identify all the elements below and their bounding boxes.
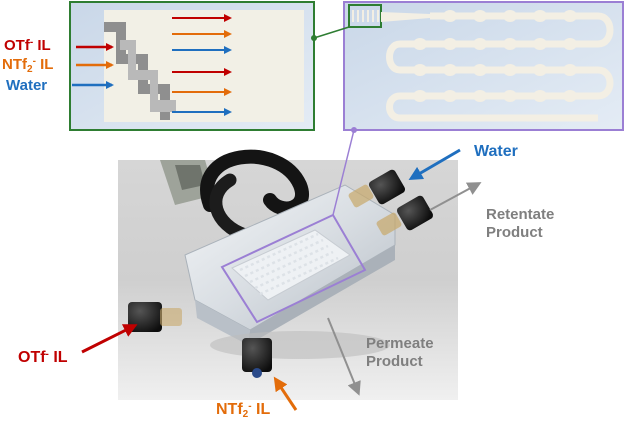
photo-zoom-frame [220, 213, 367, 324]
fitting-water [348, 169, 406, 208]
fitting-ntf2 [242, 338, 272, 378]
inlet-input-arrows [72, 43, 114, 89]
inset-otf-label-sup: - [29, 37, 34, 48]
permeate-label: Permeate Product [366, 335, 434, 371]
inset-otf-label: OTf- IL [4, 37, 51, 54]
inset-ntf2-label-suffix: IL [35, 56, 54, 73]
inset-ntf2-label-sup: - [32, 56, 36, 67]
photo-otf-label-base: OTf [18, 349, 46, 366]
photo-otf-label-suffix: IL [48, 349, 68, 366]
inset-water-label: Water [6, 77, 48, 94]
inset-ntf2-label: NTf2- IL [2, 57, 53, 75]
photo-ntf2-label-base: NTf [216, 401, 243, 418]
photo-ntf2-label-sub: 2 [242, 409, 249, 420]
inlet-comb [352, 10, 379, 22]
inset-otf-label-suffix: IL [33, 37, 51, 54]
photo-water-label: Water [474, 143, 518, 160]
permeate-label-line1: Permeate [366, 335, 434, 352]
photo-channel-array [231, 229, 351, 301]
retentate-label-line1: Retentate [486, 206, 555, 223]
inset-ntf2-label-sub: 2 [27, 64, 33, 75]
serpentine-channel [386, 12, 614, 122]
photo-otf-label-sup: - [45, 349, 49, 360]
permeate-label-line2: Product [366, 353, 423, 370]
retentate-label: Retentate Product [486, 206, 554, 242]
photo-ntf2-label-suffix: IL [251, 401, 271, 418]
device-photo [118, 149, 458, 400]
fitting-retentate [376, 195, 434, 236]
channel-zoom-inset [343, 1, 624, 131]
inset-ntf2-label-base: NTf [2, 56, 27, 73]
photo-arrows [81, 148, 482, 411]
photo-ntf2-label-sup: - [248, 401, 252, 412]
photo-ntf2-label: NTf2- IL [216, 402, 270, 420]
inlet-manifold [104, 22, 176, 120]
serpentine-bulges [413, 10, 577, 102]
inset-otf-label-base: OTf [4, 37, 30, 54]
photo-otf-label: OTf- IL [18, 350, 68, 366]
inlet-zoom-inset [69, 1, 315, 131]
retentate-label-line2: Product [486, 224, 543, 241]
zoom-connectors [311, 26, 357, 216]
inlet-channel-arrows [172, 14, 232, 116]
